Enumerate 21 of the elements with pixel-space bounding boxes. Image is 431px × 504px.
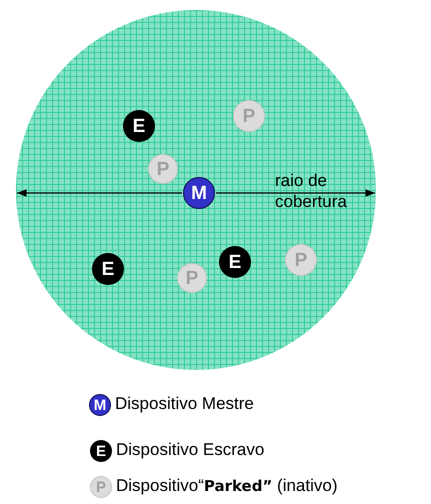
device-letter: P — [294, 250, 308, 270]
radius-arrow — [17, 189, 182, 197]
device-letter: E — [96, 444, 106, 458]
legend-text: Dispositivo Mestre — [115, 394, 254, 414]
device-letter: M — [191, 184, 207, 202]
parked-device-circle — [90, 476, 112, 498]
device-letter: P — [156, 160, 170, 178]
legend-text: Dispositivo Escravo — [116, 440, 264, 460]
device-letter: E — [228, 252, 242, 272]
device-letter: P — [242, 106, 256, 126]
legend-text: Dispositivo“Parked” (inativo) — [116, 476, 338, 496]
dimension-label: raio de cobertura — [275, 170, 348, 212]
device-letter: P — [186, 268, 198, 288]
device-letter: M — [94, 398, 106, 412]
slave-device-circle — [90, 440, 112, 462]
device-letter: E — [102, 260, 114, 278]
coverage-area-circle — [16, 10, 376, 370]
device-letter: P — [96, 480, 106, 494]
device-letter: E — [132, 116, 146, 136]
master-device-circle — [89, 394, 111, 416]
radius-arrow — [216, 189, 375, 197]
